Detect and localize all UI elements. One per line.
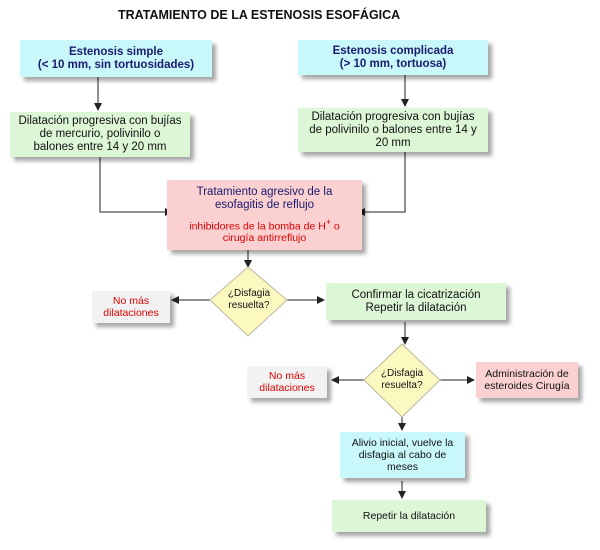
node-confirmar-line2: Repetir la dilatación bbox=[365, 301, 467, 314]
node-estenosis-simple-subtitle: (< 10 mm, sin tortuosidades) bbox=[37, 58, 195, 71]
node-no-mas-2-text: No más dilataciones bbox=[259, 370, 315, 394]
node-no-mas-1-text: No más dilataciones bbox=[103, 295, 159, 319]
node-no-mas-dilataciones-2: No más dilataciones bbox=[247, 366, 327, 398]
node-administracion: Administración de esteroides Cirugía bbox=[476, 362, 578, 398]
node-tratamiento-detail: inhibidores de la bomba de H+ o cirugía … bbox=[181, 216, 348, 245]
node-repetir: Repetir la dilatación bbox=[332, 500, 486, 532]
node-administracion-text: Administración de esteroides Cirugía bbox=[484, 368, 570, 392]
node-tratamiento-detail-sup: + bbox=[325, 216, 331, 227]
node-tratamiento-title: Tratamiento agresivo de la esofagitis de… bbox=[196, 185, 333, 211]
diagram-title: TRATAMIENTO DE LA ESTENOSIS ESOFÁGICA bbox=[118, 8, 401, 22]
decision-2-label: ¿Disfagia resuelta? bbox=[380, 368, 424, 391]
node-dilatacion-complicada: Dilatación progresiva con bujías de poli… bbox=[298, 108, 488, 152]
node-estenosis-complicada-subtitle: (> 10 mm, tortuosa) bbox=[339, 57, 447, 70]
decision-diamond-2 bbox=[363, 343, 441, 418]
decision-diamond-1 bbox=[209, 266, 288, 337]
node-confirmar-line1: Confirmar la cicatrización bbox=[351, 288, 481, 301]
node-estenosis-simple: Estenosis simple (< 10 mm, sin tortuosid… bbox=[20, 40, 212, 77]
node-dilatacion-complicada-text: Dilatación progresiva con bujías de poli… bbox=[309, 110, 477, 149]
arrow-dil-complicada-to-tratamiento bbox=[357, 150, 406, 216]
node-tratamiento-detail-pre: inhibidores de la bomba de H bbox=[189, 220, 326, 233]
arrow-dil-simple-to-tratamiento bbox=[99, 155, 173, 216]
node-dilatacion-simple-text: Dilatación progresiva con bujías de merc… bbox=[18, 115, 182, 153]
node-alivio-text: Alivio inicial, vuelve la disfagia al ca… bbox=[351, 437, 454, 473]
node-confirmar: Confirmar la cicatrización Repetir la di… bbox=[326, 283, 506, 320]
node-no-mas-dilataciones-1: No más dilataciones bbox=[92, 291, 170, 323]
node-alivio: Alivio inicial, vuelve la disfagia al ca… bbox=[340, 432, 465, 478]
decision-1-label: ¿Disfagia resuelta? bbox=[227, 288, 271, 311]
node-estenosis-complicada: Estenosis complicada (> 10 mm, tortuosa) bbox=[298, 40, 488, 75]
node-estenosis-simple-title: Estenosis simple bbox=[69, 45, 163, 58]
node-dilatacion-simple: Dilatación progresiva con bujías de merc… bbox=[10, 112, 190, 157]
node-tratamiento-detail-post: o cirugía antirreflujo bbox=[222, 220, 340, 245]
node-estenosis-complicada-title: Estenosis complicada bbox=[332, 44, 454, 57]
node-repetir-text: Repetir la dilatación bbox=[362, 510, 456, 522]
node-tratamiento: Tratamiento agresivo de la esofagitis de… bbox=[167, 180, 362, 250]
